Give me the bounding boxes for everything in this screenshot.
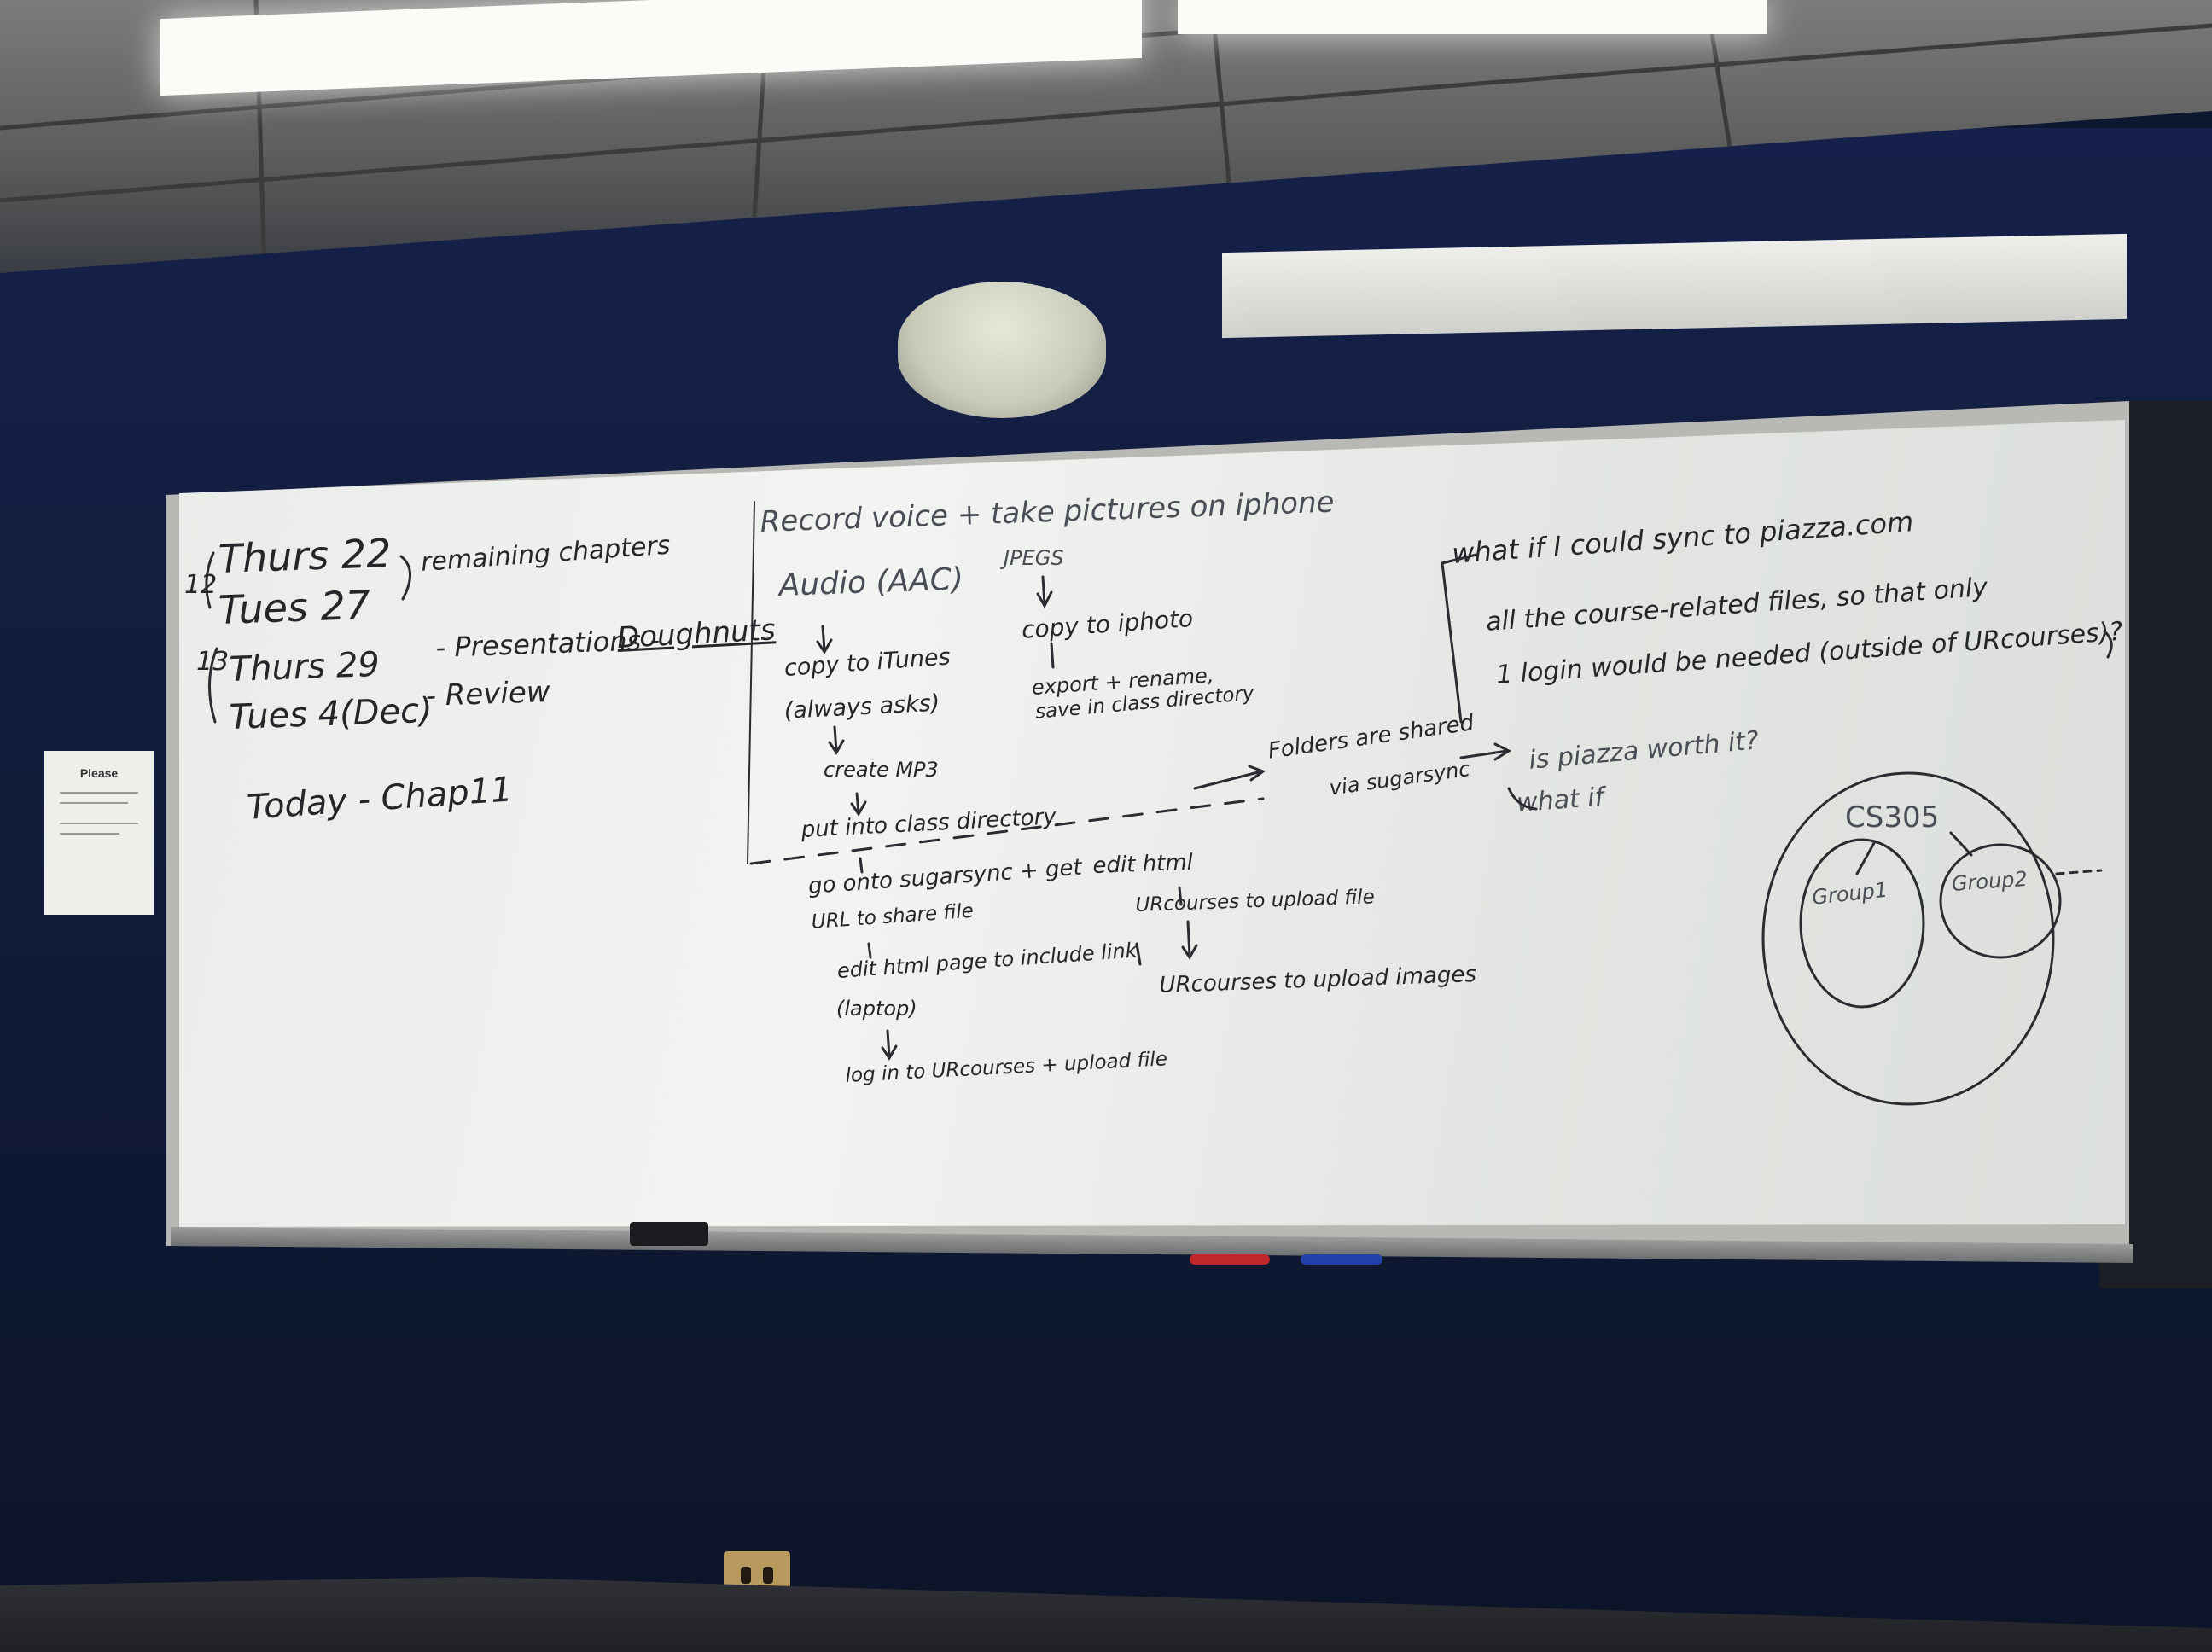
ceiling-light-right (1178, 0, 1767, 34)
notice-title: Please (79, 766, 119, 780)
week-number: 12 (184, 570, 218, 600)
whiteboard-eraser[interactable] (630, 1222, 708, 1246)
outlet-socket (741, 1567, 751, 1584)
notice-line (60, 792, 138, 794)
notice-line (60, 802, 128, 804)
jpeg-step: JPEGS (1004, 546, 1064, 570)
whiteboard (179, 420, 2125, 1227)
ceiling-speaker (898, 282, 1106, 418)
notice-line (60, 833, 119, 835)
outlet-socket (763, 1567, 773, 1584)
audio-step: (laptop) (836, 997, 917, 1021)
audio-step: create MP3 (824, 758, 939, 782)
diagram-root: CS305 (1845, 800, 1940, 835)
notice-line (60, 823, 138, 824)
blue-marker[interactable] (1301, 1254, 1382, 1265)
posted-notice: Please (44, 751, 154, 915)
red-marker[interactable] (1190, 1254, 1270, 1265)
